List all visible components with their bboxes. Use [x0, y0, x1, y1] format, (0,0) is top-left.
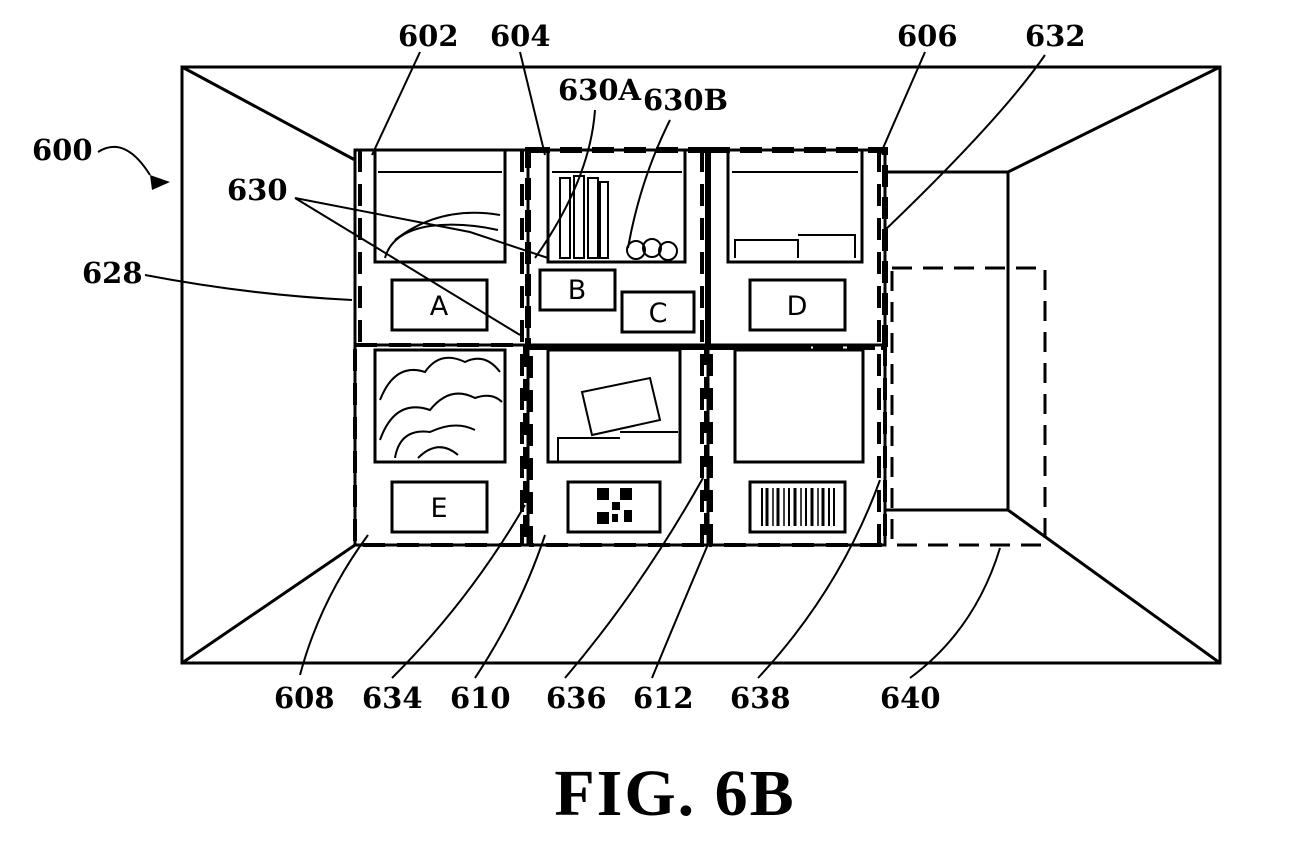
- barcode-tag: [750, 482, 845, 532]
- item-label-e: E: [430, 493, 447, 524]
- bin-a: A: [375, 150, 505, 330]
- bin-qr: [548, 350, 680, 532]
- reference-numerals: 600 602 604 630A 630B 606 632 630 628 60…: [32, 19, 1086, 715]
- bin-d: D: [728, 150, 862, 330]
- ref-638: 638: [730, 681, 791, 715]
- region-640: [892, 268, 1045, 545]
- ref-630a: 630A: [558, 73, 642, 107]
- ref-628: 628: [82, 256, 143, 290]
- bin-barcode: [735, 350, 863, 532]
- ref-606: 606: [897, 19, 958, 53]
- item-label-b: B: [568, 275, 587, 306]
- ref-610: 610: [450, 681, 511, 715]
- item-label-c: C: [649, 298, 668, 329]
- item-label-d: D: [787, 291, 808, 322]
- ref-636: 636: [546, 681, 607, 715]
- round-items-630b: [627, 239, 677, 260]
- arrowhead-600: [150, 175, 170, 190]
- ref-608: 608: [274, 681, 335, 715]
- ref-602: 602: [398, 19, 459, 53]
- ref-632: 632: [1025, 19, 1086, 53]
- ref-630b: 630B: [643, 83, 728, 117]
- bin-e: E: [375, 350, 505, 532]
- item-label-a: A: [430, 291, 449, 322]
- ref-600: 600: [32, 133, 93, 167]
- ref-630: 630: [227, 173, 288, 207]
- leader-lines: [98, 52, 1045, 678]
- ref-612: 612: [633, 681, 694, 715]
- bin-b-c: B C: [540, 150, 694, 332]
- figure-caption: FIG. 6B: [554, 757, 795, 830]
- ref-634: 634: [362, 681, 423, 715]
- bottles-630a: [560, 176, 608, 258]
- ref-604: 604: [490, 19, 551, 53]
- ref-640: 640: [880, 681, 941, 715]
